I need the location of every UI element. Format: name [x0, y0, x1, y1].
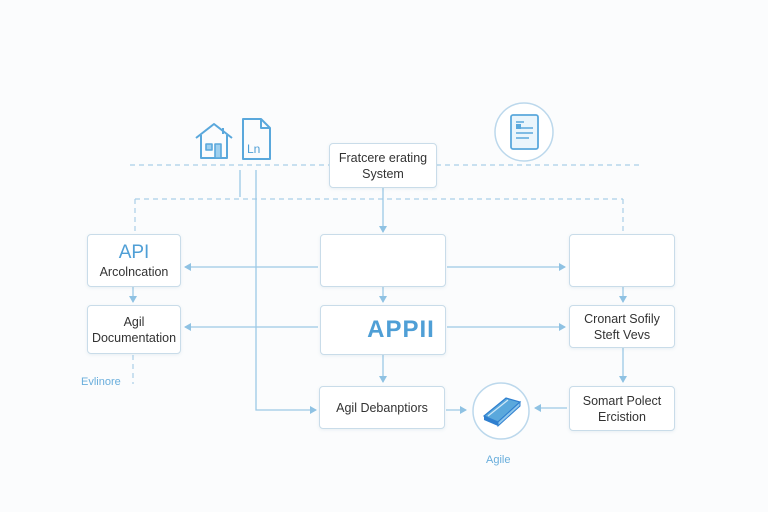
- node-agil-debanptiors[interactable]: Agil Debanptiors: [319, 386, 445, 429]
- book-icon: [472, 382, 530, 440]
- node-top-system[interactable]: Fratcere erating System: [329, 143, 437, 188]
- node-api-title: API: [118, 241, 150, 263]
- node-debanptiors-label: Agil Debanptiors: [336, 400, 428, 415]
- document-ln-icon: Ln: [242, 118, 271, 160]
- node-cronart-line2: Steft Vevs: [593, 327, 651, 342]
- node-agil-line1: Agil: [123, 314, 145, 329]
- node-agil-line2: Documentation: [91, 330, 177, 345]
- document-icon: [494, 102, 554, 162]
- node-right-calendar[interactable]: [569, 234, 675, 287]
- node-top-line1: Fratcere erating: [338, 150, 428, 165]
- node-somart-polect[interactable]: Somart Polect Ercistion: [569, 386, 675, 431]
- node-center-list[interactable]: [320, 234, 446, 287]
- document-ln-text: Ln: [247, 142, 260, 156]
- node-appii[interactable]: APPII: [320, 305, 446, 355]
- node-somart-line2: Ercistion: [598, 409, 646, 424]
- node-agil-documentation[interactable]: Agil Documentation: [87, 305, 181, 354]
- node-appii-title: APPII: [367, 316, 435, 343]
- label-evlinore: Evlinore: [81, 376, 121, 388]
- node-api-arcolncation[interactable]: API Arcolncation: [87, 234, 181, 287]
- node-cronart-line1: Cronart Sofily: [584, 311, 660, 326]
- house-icon: [195, 123, 233, 159]
- node-cronart-sofily[interactable]: Cronart Sofily Steft Vevs: [569, 305, 675, 348]
- node-api-subtitle: Arcolncation: [99, 264, 169, 279]
- node-somart-line1: Somart Polect: [582, 393, 662, 408]
- node-top-line2: System: [362, 166, 404, 181]
- connector-left-loop: [255, 170, 317, 414]
- label-agile: Agile: [486, 454, 511, 466]
